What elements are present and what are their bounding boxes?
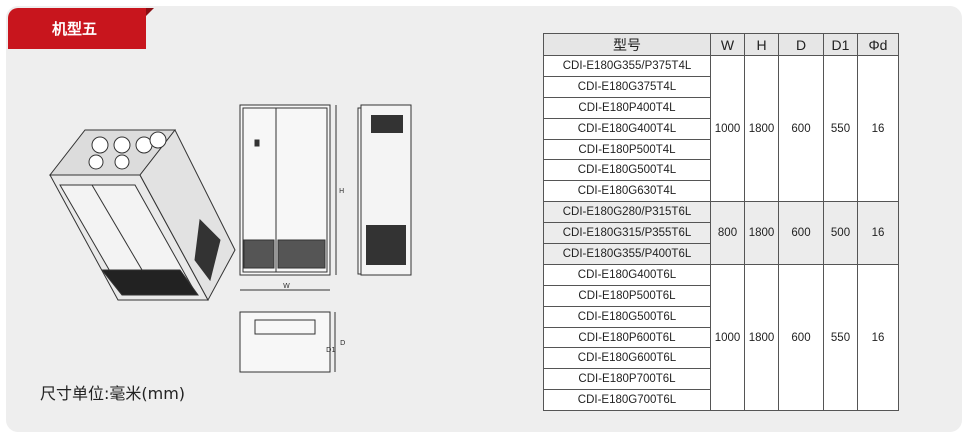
d-cell: 600 <box>778 54 824 203</box>
phi-cell: 16 <box>857 54 899 203</box>
model-cell: CDI-E180G700T6L <box>543 389 711 412</box>
header-phi: Φd <box>857 33 899 56</box>
d-cell: 600 <box>778 263 824 412</box>
front-view-drawing: W H <box>239 104 344 291</box>
top-view-drawing: D D1 <box>239 311 345 373</box>
model-cell: CDI-E180G355/P400T6L <box>543 243 711 265</box>
w-cell: 1000 <box>710 54 745 203</box>
model-cell: CDI-E180G375T4L <box>543 75 711 98</box>
model-cell: CDI-E180P600T6L <box>543 326 711 349</box>
model-cell: CDI-E180G355/P375T4L <box>543 55 711 77</box>
model-cell: CDI-E180P500T4L <box>543 138 711 161</box>
table-header-row: 型号 W H D D1 Φd <box>543 33 899 56</box>
header-d1: D1 <box>823 33 858 56</box>
side-view-drawing-main <box>360 104 412 276</box>
spec-table: 型号 W H D D1 Φd CDI-E180G355/P375T4L 1000… <box>543 33 899 412</box>
w-cell: 1000 <box>710 263 745 412</box>
header-model: 型号 <box>543 33 711 56</box>
table-row: CDI-E180G400T6L 1000 1800 600 550 16 <box>543 263 899 412</box>
phi-cell: 16 <box>857 201 899 265</box>
table-row: CDI-E180G700T6L <box>543 389 899 412</box>
dim-d1-label: D1 <box>326 346 336 354</box>
model-cell: CDI-E180P700T6L <box>543 368 711 391</box>
table-row: CDI-E180P400T4L <box>543 96 899 119</box>
h-cell: 1800 <box>744 54 779 203</box>
model-cell: CDI-E180G630T4L <box>543 180 711 203</box>
model-cell: CDI-E180P400T4L <box>543 96 711 119</box>
table-row: CDI-E180P500T4L <box>543 138 899 161</box>
table-row: CDI-E180G500T6L <box>543 305 899 328</box>
table-row: CDI-E180G355/P400T6L <box>543 243 899 265</box>
table-row: CDI-E180G630T4L <box>543 180 899 203</box>
model-cell: CDI-E180G500T6L <box>543 305 711 328</box>
table-row: CDI-E180P500T6L <box>543 284 899 307</box>
model-cell: CDI-E180P500T6L <box>543 284 711 307</box>
model-cell: CDI-E180G315/P355T6L <box>543 222 711 245</box>
dim-d-label: D <box>340 339 345 347</box>
cabinet-drawings: W H D D1 <box>48 104 370 373</box>
table-row: CDI-E180G315/P355T6L <box>543 222 899 245</box>
table-row: CDI-E180P600T6L <box>543 326 899 349</box>
d1-cell: 550 <box>823 54 858 203</box>
header-d: D <box>778 33 824 56</box>
d1-cell: 500 <box>823 201 858 265</box>
table-row: CDI-E180G600T6L <box>543 347 899 370</box>
table-row: CDI-E180G500T4L <box>543 159 899 182</box>
table-row: CDI-E180G355/P375T4L 1000 1800 600 550 1… <box>543 54 899 203</box>
d-cell: 600 <box>778 201 824 265</box>
header-w: W <box>710 33 745 56</box>
table-row: CDI-E180G280/P315T6L 800 1800 600 500 16 <box>543 201 899 265</box>
w-cell: 800 <box>710 201 745 265</box>
model-tag: 机型五 <box>8 8 154 49</box>
table-row: CDI-E180P700T6L <box>543 368 899 391</box>
h-cell: 1800 <box>744 263 779 412</box>
dim-w-label: W <box>283 282 290 290</box>
model-cell: CDI-E180G280/P315T6L <box>543 201 711 224</box>
isometric-cabinet-drawing <box>48 129 236 302</box>
h-cell: 1800 <box>744 201 779 265</box>
d1-cell: 550 <box>823 263 858 412</box>
dim-h-label: H <box>339 187 344 195</box>
model-cell: CDI-E180G400T6L <box>543 263 711 286</box>
header-h: H <box>744 33 779 56</box>
model-cell: CDI-E180G500T4L <box>543 159 711 182</box>
model-cell: CDI-E180G600T6L <box>543 347 711 370</box>
phi-cell: 16 <box>857 263 899 412</box>
model-cell: CDI-E180G400T4L <box>543 117 711 140</box>
units-label: 尺寸单位:毫米(mm) <box>40 384 186 403</box>
table-row: CDI-E180G375T4L <box>543 75 899 98</box>
